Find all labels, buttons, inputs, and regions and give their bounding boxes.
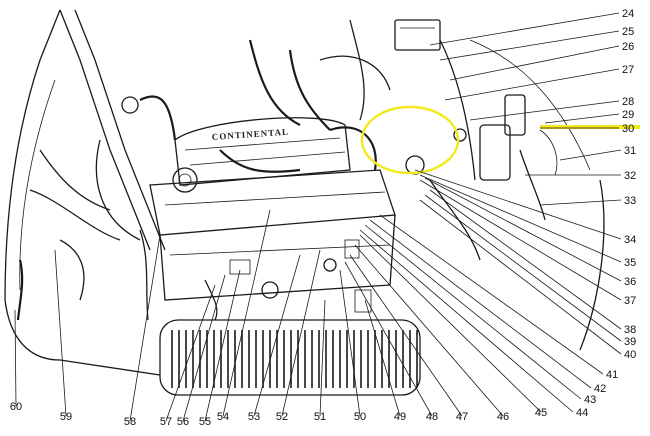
callout-leader-26 xyxy=(449,45,620,81)
callout-label-32: 32 xyxy=(624,170,636,182)
callout-label-34: 34 xyxy=(624,234,636,246)
callout-label-38: 38 xyxy=(624,324,636,336)
callout-label-52: 52 xyxy=(276,411,288,423)
callout-leader-36 xyxy=(424,177,622,282)
callout-leader-35 xyxy=(419,174,622,263)
callout-leader-41 xyxy=(379,214,604,375)
callout-label-29: 29 xyxy=(622,109,634,121)
callout-leader-53 xyxy=(253,254,301,417)
callout-label-39: 39 xyxy=(624,336,636,348)
callout-label-25: 25 xyxy=(622,26,634,38)
callout-label-27: 27 xyxy=(622,64,634,76)
callout-leader-33 xyxy=(539,199,622,206)
callout-label-33: 33 xyxy=(624,195,636,207)
callout-label-56: 56 xyxy=(177,416,189,428)
callout-label-40: 40 xyxy=(624,349,636,361)
radiator-grille xyxy=(171,330,418,388)
callout-label-58: 58 xyxy=(124,416,136,428)
callout-leader-54 xyxy=(222,209,271,417)
callout-leader-42 xyxy=(369,219,592,389)
callout-leader-40 xyxy=(419,199,622,355)
callout-leaders xyxy=(14,12,622,422)
callout-label-26: 26 xyxy=(622,41,634,53)
callout-label-48: 48 xyxy=(426,411,438,423)
callout-label-49: 49 xyxy=(394,411,406,423)
callout-leader-58 xyxy=(129,234,161,422)
callout-leader-27 xyxy=(444,68,620,101)
callout-leader-31 xyxy=(559,149,622,161)
callout-label-45: 45 xyxy=(535,407,547,419)
callout-label-53: 53 xyxy=(248,411,260,423)
callout-label-24: 24 xyxy=(622,8,634,20)
callout-label-31: 31 xyxy=(624,145,636,157)
callout-label-28: 28 xyxy=(622,96,634,108)
callout-leader-24 xyxy=(429,12,620,46)
callout-label-37: 37 xyxy=(624,295,636,307)
callout-label-54: 54 xyxy=(217,411,229,423)
callout-label-51: 51 xyxy=(314,411,326,423)
callout-label-60: 60 xyxy=(10,401,22,413)
callout-leader-48 xyxy=(344,261,433,417)
callout-leader-59 xyxy=(54,249,67,417)
callout-leader-57 xyxy=(165,284,216,422)
callout-label-47: 47 xyxy=(456,411,468,423)
highlight-circle xyxy=(360,105,460,175)
callout-label-30: 30 xyxy=(622,123,634,135)
callout-leader-52 xyxy=(281,249,321,417)
callout-leader-37 xyxy=(419,179,622,301)
callout-leader-47 xyxy=(349,254,463,417)
callout-leader-60 xyxy=(14,309,17,407)
callout-label-46: 46 xyxy=(497,411,509,423)
engine-label: CONTINENTAL xyxy=(211,127,289,142)
callout-label-43: 43 xyxy=(584,394,596,406)
callout-leader-45 xyxy=(359,234,542,413)
callout-leader-43 xyxy=(364,224,582,400)
callout-label-42: 42 xyxy=(594,383,606,395)
callout-leader-51 xyxy=(319,299,326,417)
callout-leader-49 xyxy=(364,299,401,417)
callout-leader-25 xyxy=(439,30,620,61)
callout-leader-44 xyxy=(359,229,574,413)
callout-leader-28 xyxy=(469,100,620,121)
highlight-annotation xyxy=(360,105,640,175)
callout-label-57: 57 xyxy=(160,416,172,428)
callout-label-35: 35 xyxy=(624,257,636,269)
engine-line-art: CONTINENTAL xyxy=(4,9,605,396)
callout-leader-29 xyxy=(544,113,620,124)
callout-label-36: 36 xyxy=(624,276,636,288)
callout-leader-38 xyxy=(429,189,622,330)
callout-label-59: 59 xyxy=(60,411,72,423)
callout-label-50: 50 xyxy=(354,411,366,423)
callout-label-41: 41 xyxy=(606,369,618,381)
callout-leader-34 xyxy=(414,169,622,240)
callout-leader-39 xyxy=(424,194,622,342)
callout-leader-50 xyxy=(339,269,361,417)
callout-leader-56 xyxy=(182,274,226,422)
callout-label-44: 44 xyxy=(576,407,588,419)
callout-label-55: 55 xyxy=(199,416,211,428)
callout-leader-46 xyxy=(354,244,504,417)
callout-leader-55 xyxy=(204,269,241,422)
